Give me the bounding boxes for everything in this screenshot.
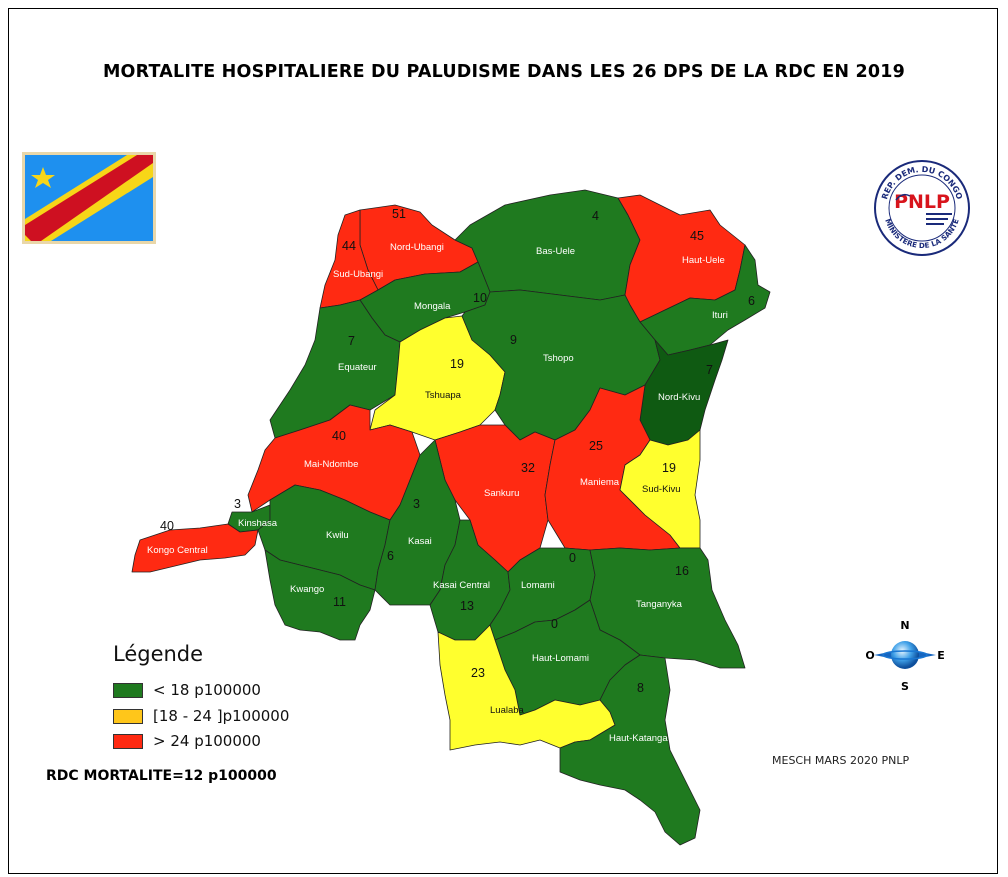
value-maniema: 25	[589, 439, 603, 453]
name-tanganyka: Tanganyka	[636, 599, 683, 610]
map-credit: MESCH MARS 2020 PNLP	[772, 754, 910, 767]
name-ituri: Ituri	[712, 310, 728, 321]
value-mongala: 10	[473, 291, 487, 305]
value-bas-uele: 4	[592, 209, 599, 223]
compass-o: O	[866, 649, 875, 662]
name-lualaba: Lualaba	[490, 705, 525, 716]
legend-item-high: > 24 p100000	[113, 731, 261, 751]
name-sankuru: Sankuru	[484, 488, 519, 499]
legend-swatch-mid	[113, 708, 143, 724]
name-tshuapa: Tshuapa	[425, 390, 462, 401]
value-kasai: 3	[413, 497, 420, 511]
legend-swatch-low	[113, 682, 143, 698]
name-kinshasa: Kinshasa	[238, 518, 278, 529]
province-sankuru	[434, 424, 556, 573]
name-sud-kivu: Sud-Kivu	[642, 484, 681, 495]
name-haut-katanga: Haut-Katanga	[609, 733, 668, 744]
legend-item-low: < 18 p100000	[113, 680, 261, 700]
value-sud-ubangi: 44	[342, 239, 356, 253]
value-sud-kivu: 19	[662, 461, 676, 475]
name-sud-ubangi: Sud-Ubangi	[333, 269, 383, 280]
value-haut-lomami: 0	[551, 617, 558, 631]
compass-s: S	[901, 680, 909, 693]
name-tshopo: Tshopo	[543, 353, 574, 364]
value-kasai-central: 13	[460, 599, 474, 613]
legend-item-mid: [18 - 24 ]p100000	[113, 706, 289, 726]
value-lualaba: 23	[471, 666, 485, 680]
value-ituri: 6	[748, 294, 755, 308]
compass-e: E	[937, 649, 944, 662]
legend-label-low: < 18 p100000	[153, 681, 261, 699]
value-nord-kivu: 7	[706, 363, 713, 377]
name-kasai: Kasai	[408, 536, 432, 547]
value-mai-ndombe: 40	[332, 429, 346, 443]
name-mai-ndombe: Mai-Ndombe	[304, 459, 358, 470]
name-maniema: Maniema	[580, 477, 620, 488]
name-kasai-central: Kasai Central	[433, 580, 490, 591]
national-rate: RDC MORTALITE=12 p100000	[46, 768, 277, 784]
value-equateur: 7	[348, 334, 355, 348]
value-kwilu: 6	[387, 549, 394, 563]
value-nord-ubangi: 51	[392, 207, 406, 221]
legend-label-mid: [18 - 24 ]p100000	[153, 707, 290, 725]
compass-rose-icon: N S E O	[865, 616, 944, 694]
province-kongo-central	[131, 523, 259, 573]
value-kwango: 11	[333, 595, 346, 609]
value-kinshasa: 3	[234, 497, 241, 511]
legend-title: Légende	[113, 642, 204, 666]
name-mongala: Mongala	[414, 301, 451, 312]
value-haut-uele: 45	[690, 229, 704, 243]
name-equateur: Equateur	[338, 362, 377, 373]
value-lomami: 0	[569, 551, 576, 565]
pnlp-logo-icon: REP. DEM. DU CONGO MINISTERE DE LA SANTE…	[872, 158, 972, 258]
map-title: MORTALITE HOSPITALIERE DU PALUDISME DANS…	[102, 62, 906, 82]
name-lomami: Lomami	[521, 580, 555, 591]
drc-flag-icon	[22, 152, 156, 244]
name-bas-uele: Bas-Uele	[536, 246, 575, 257]
value-tshopo: 9	[510, 333, 517, 347]
province-kwango	[264, 549, 376, 641]
compass-n: N	[900, 619, 909, 632]
name-haut-uele: Haut-Uele	[682, 255, 725, 266]
value-tshuapa: 19	[450, 357, 464, 371]
name-kwilu: Kwilu	[326, 530, 349, 541]
name-kwango: Kwango	[290, 584, 324, 595]
legend-label-high: > 24 p100000	[153, 732, 261, 750]
name-haut-lomami: Haut-Lomami	[532, 653, 589, 664]
name-kongo-central: Kongo Central	[147, 545, 208, 556]
province-haut-katanga	[559, 654, 701, 846]
value-sankuru: 32	[521, 461, 535, 475]
name-nord-ubangi: Nord-Ubangi	[390, 242, 444, 253]
svg-text:PNLP: PNLP	[894, 191, 950, 213]
name-nord-kivu: Nord-Kivu	[658, 392, 700, 403]
value-tanganyka: 16	[675, 564, 689, 578]
value-haut-katanga: 8	[637, 681, 644, 695]
value-kongo-central: 40	[160, 519, 174, 533]
legend-swatch-high	[113, 733, 143, 749]
